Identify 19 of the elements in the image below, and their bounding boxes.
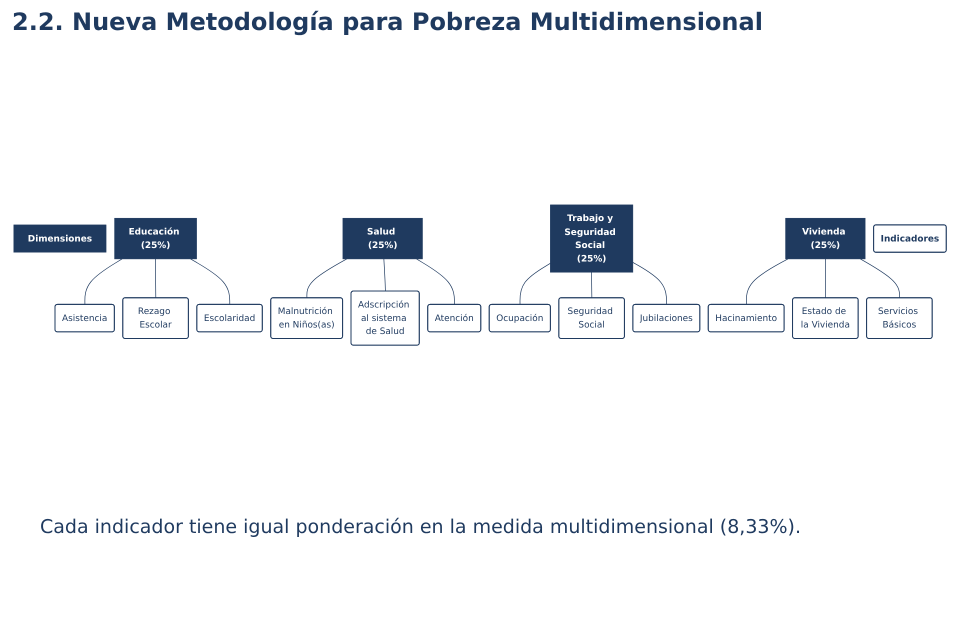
node-box: Trabajo y Seguridad Social (25%) [550, 204, 633, 273]
node-box: Educación (25%) [114, 218, 196, 260]
connector [416, 258, 454, 305]
node-box: Salud (25%) [342, 218, 422, 260]
connector [590, 272, 592, 298]
connector [190, 258, 230, 305]
node-box: Vivienda (25%) [784, 218, 865, 260]
slide-title: 2.2. Nueva Metodología para Pobreza Multidimensional [12, 8, 764, 36]
connector [632, 262, 666, 305]
connector [860, 258, 900, 298]
connector [824, 258, 826, 298]
connector [746, 258, 788, 305]
node-box: Dimensiones [13, 224, 106, 253]
connector [383, 258, 386, 292]
connector [306, 258, 347, 298]
caption: Cada indicador tiene igual ponderación en la medida multidimensional (8,33%). [40, 516, 802, 538]
connector [519, 263, 550, 305]
connector [154, 258, 156, 298]
connector [84, 258, 122, 305]
